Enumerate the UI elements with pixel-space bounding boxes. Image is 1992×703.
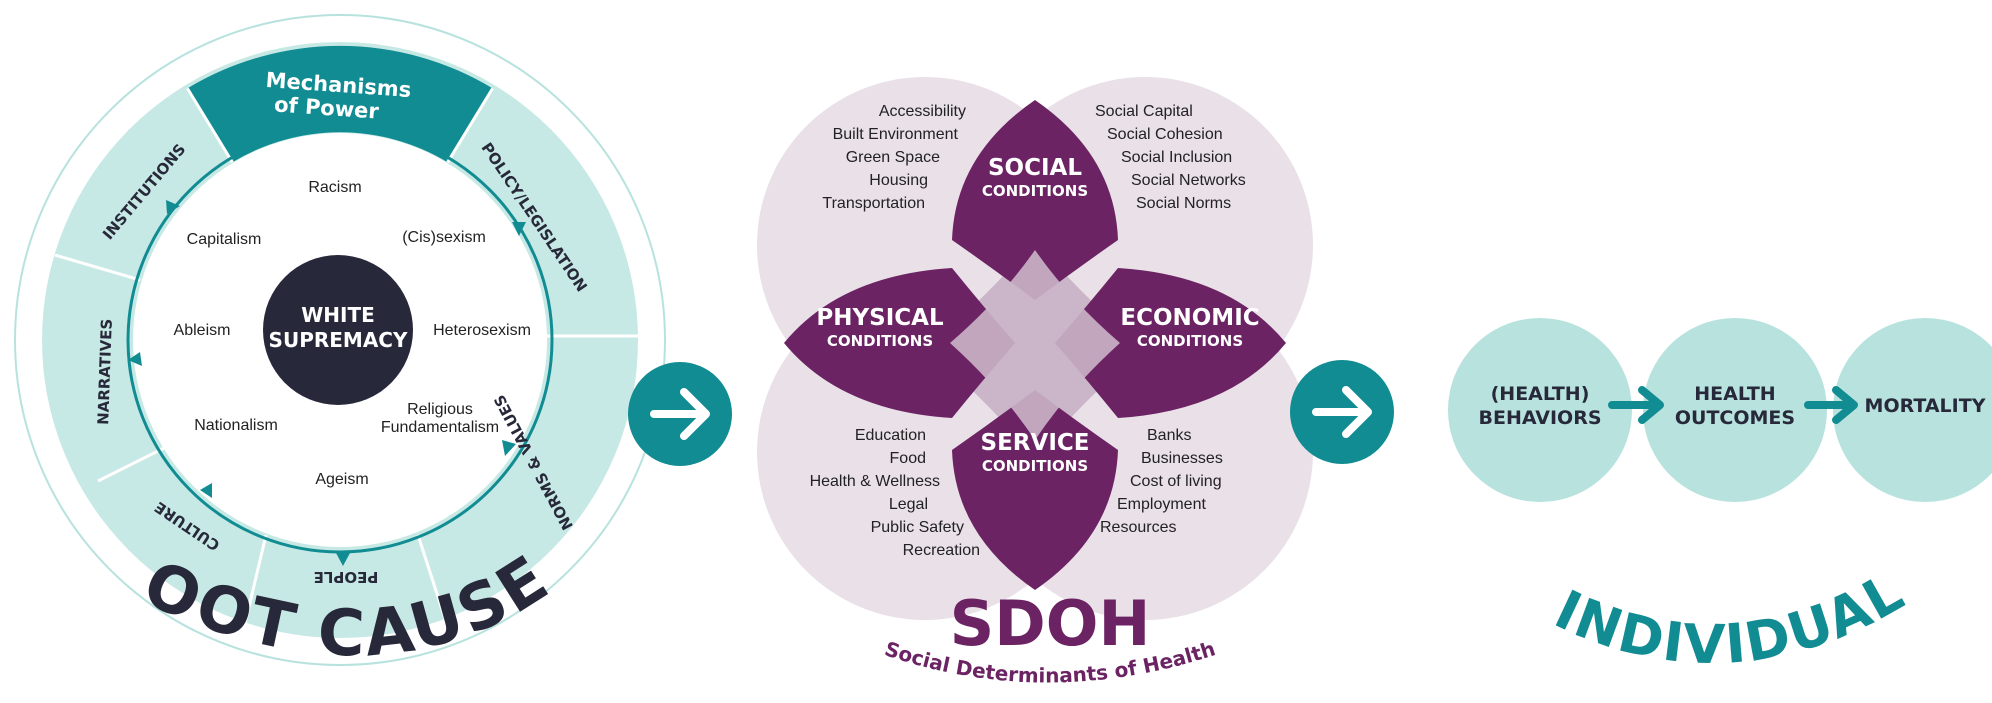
ism-ageism: Ageism: [315, 471, 368, 488]
outcomes-line1: HEALTH: [1694, 383, 1775, 405]
economic-petal: [1055, 268, 1286, 418]
right-arrow-icon: [650, 388, 710, 440]
arrow-to-sdoh: [628, 362, 732, 466]
physical-petal: [784, 268, 1015, 418]
ism-racism: Racism: [308, 179, 361, 196]
list-item: Built Environment: [833, 126, 959, 143]
social-label-line1: SOCIAL: [988, 155, 1082, 181]
ism-religious-line1: Religious: [407, 401, 473, 418]
outer-thin-ring: [14, 14, 666, 666]
white-supremacy-circle: [263, 255, 413, 405]
economic-label-line2: CONDITIONS: [1137, 332, 1243, 350]
list-item: Recreation: [903, 542, 980, 559]
white-supremacy-line1: WHITE: [301, 303, 375, 327]
mortality-label: MORTALITY: [1865, 395, 1986, 417]
ism-religious-line2: Fundamentalism: [381, 419, 499, 436]
mechanisms-of-power-segment: [187, 45, 493, 163]
list-item: Social Networks: [1131, 172, 1246, 189]
behaviors-circle: [1448, 318, 1632, 502]
social-items: Social Capital Social Cohesion Social In…: [1095, 103, 1246, 212]
economic-label-line1: ECONOMIC: [1120, 305, 1259, 331]
inner-cycle-ring: [126, 126, 554, 554]
list-item: Social Cohesion: [1107, 126, 1223, 143]
list-item: Housing: [869, 172, 928, 189]
outcomes-circle: [1643, 318, 1827, 502]
list-item: Health & Wellness: [810, 473, 940, 490]
list-item: Public Safety: [871, 519, 964, 536]
social-label-line2: CONDITIONS: [982, 182, 1088, 200]
social-petal: [952, 100, 1118, 300]
economic-items: Banks Businesses Cost of living Employme…: [1100, 427, 1223, 536]
list-item: Social Norms: [1136, 195, 1231, 212]
outcomes-line2: OUTCOMES: [1675, 407, 1795, 429]
physical-items: Accessibility Built Environment Green Sp…: [822, 103, 966, 212]
arrow-right-icon: [1804, 386, 1858, 424]
list-item: Resources: [1100, 519, 1176, 536]
list-item: Food: [890, 450, 926, 467]
physical-label-line1: PHYSICAL: [816, 305, 944, 331]
center-light-diamond: [950, 250, 1120, 440]
right-arrow-icon: [1312, 386, 1372, 438]
list-item: Accessibility: [879, 103, 966, 120]
ism-capitalism: Capitalism: [187, 231, 262, 248]
behaviors-line2: BEHAVIORS: [1478, 407, 1601, 429]
ism-ableism: Ableism: [174, 322, 231, 339]
list-item: Transportation: [822, 195, 925, 212]
list-item: Legal: [889, 496, 928, 513]
arrow-to-individual: [1290, 360, 1394, 464]
physical-label-line2: CONDITIONS: [827, 332, 933, 350]
list-item: Employment: [1117, 496, 1206, 513]
list-item: Businesses: [1141, 450, 1223, 467]
root-causes-diagram: WHITE SUPREMACY Racism Capitalism (Cis)s…: [0, 0, 666, 672]
ring-dividers: [54, 87, 640, 629]
list-item: Green Space: [846, 149, 940, 166]
ring-label-narratives: NARRATIVES: [94, 318, 116, 425]
arrow-right-icon: [1608, 386, 1664, 424]
individual-diagram: (HEALTH) BEHAVIORS HEALTH OUTCOMES MORTA…: [1448, 318, 1992, 676]
mortality-circle: [1833, 318, 1992, 502]
list-item: Social Capital: [1095, 103, 1193, 120]
list-item: Social Inclusion: [1121, 149, 1232, 166]
behaviors-line1: (HEALTH): [1491, 383, 1590, 405]
ism-nationalism: Nationalism: [194, 417, 278, 434]
ring-label-people: PEOPLE: [314, 568, 379, 586]
service-label-line1: SERVICE: [981, 430, 1090, 456]
list-item: Cost of living: [1130, 473, 1222, 490]
service-label-line2: CONDITIONS: [982, 457, 1088, 475]
service-items: Education Food Health & Wellness Legal P…: [810, 427, 980, 559]
individual-title: INDIVIDUAL: [1546, 560, 1915, 677]
list-item: Education: [855, 427, 926, 444]
white-supremacy-line2: SUPREMACY: [269, 328, 408, 352]
cycle-arrow-markers: [128, 200, 526, 566]
sdoh-title: SDOH: [950, 587, 1151, 660]
ism-cissexism: (Cis)sexism: [402, 229, 486, 246]
service-petal: [952, 390, 1118, 590]
ism-heterosexism: Heterosexism: [433, 322, 531, 339]
list-item: Banks: [1147, 427, 1191, 444]
isms-list: Racism Capitalism (Cis)sexism Ableism He…: [174, 179, 531, 488]
